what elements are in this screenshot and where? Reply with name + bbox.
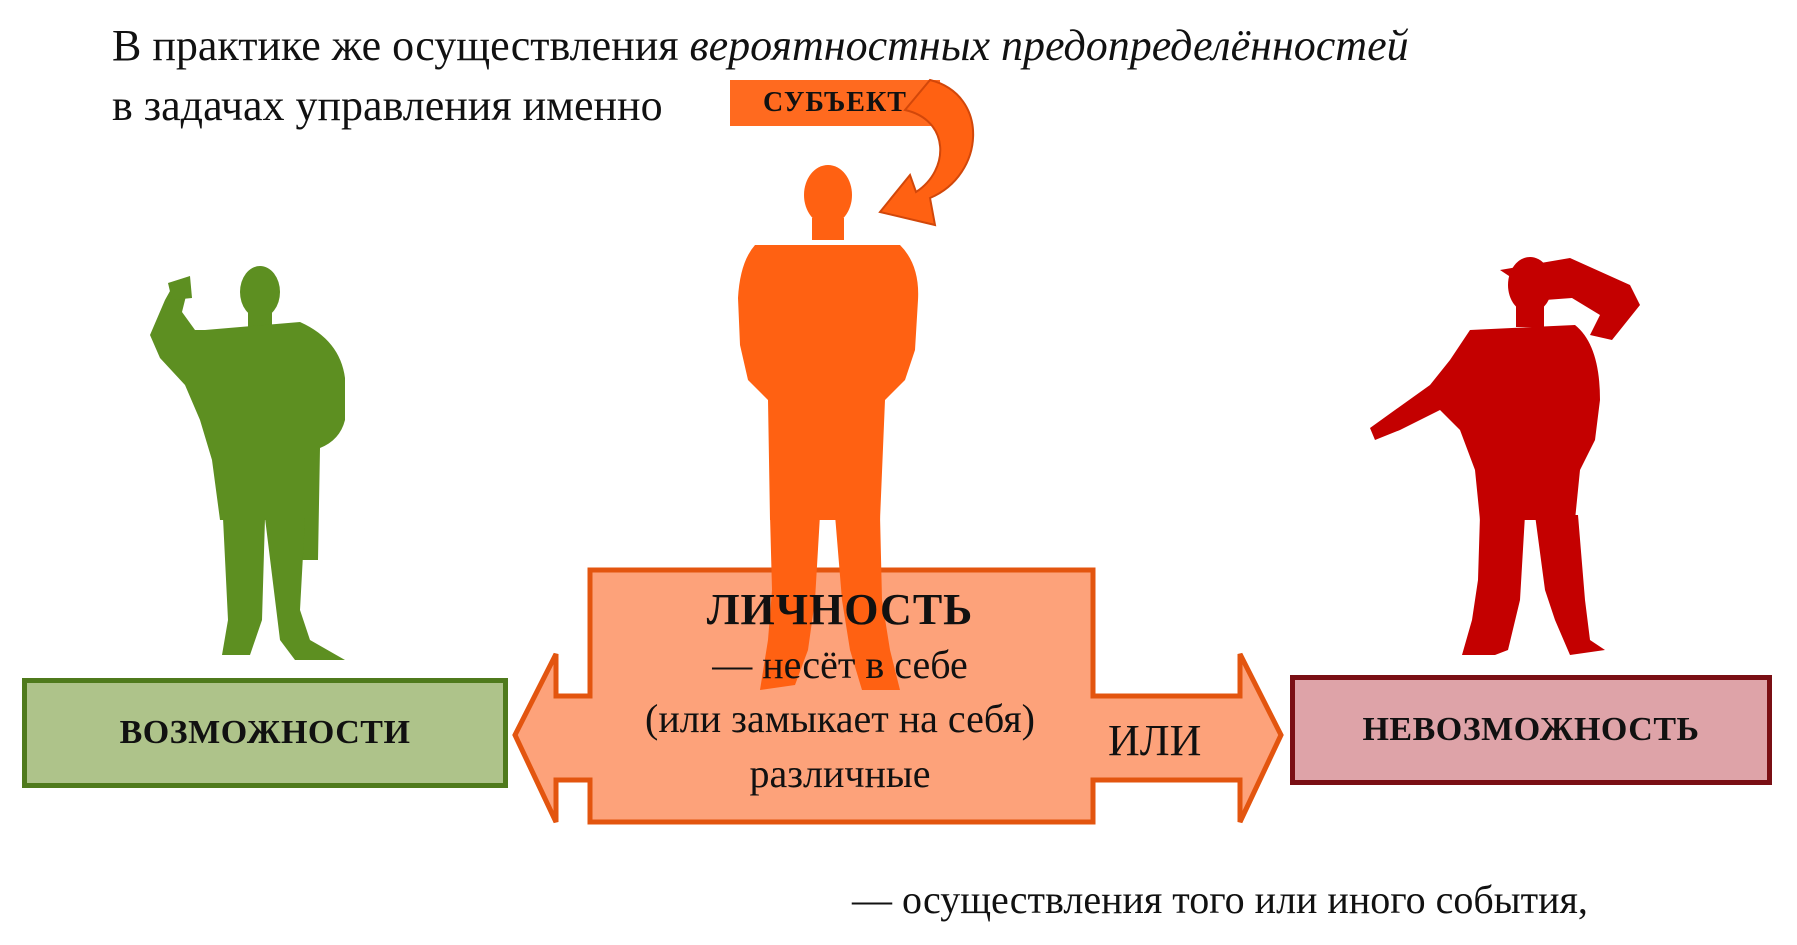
personality-line-3: различные: [749, 751, 931, 796]
person-saluting-icon: [1370, 257, 1640, 655]
personality-line-2: (или замыкает на себя): [645, 696, 1035, 741]
intro-line-1: В практике же осуществления вероятностны…: [112, 24, 1409, 68]
intro-line-2: в задачах управления именно: [112, 81, 663, 130]
personality-title: ЛИЧНОСТЬ: [706, 585, 974, 634]
subject-tag: СУБЪЕКТ: [730, 80, 940, 126]
intro-line-1-prefix: В практике же осуществления: [112, 21, 690, 70]
intro-line-1-italic: вероятностных предопределённостей: [689, 21, 1409, 70]
possibilities-box: ВОЗМОЖНОСТИ: [22, 678, 508, 788]
person-flexing-icon: [150, 266, 345, 660]
personality-line-1: — несёт в себе: [712, 642, 968, 687]
or-label: ИЛИ: [1108, 716, 1202, 765]
bottom-line: — осуществления того или иного события,: [852, 877, 1588, 922]
curved-arrow-icon: [878, 78, 975, 227]
person-standing-icon: [738, 165, 919, 690]
impossibility-box: НЕВОЗМОЖНОСТЬ: [1290, 675, 1772, 785]
double-arrow-icon: [512, 567, 1284, 825]
